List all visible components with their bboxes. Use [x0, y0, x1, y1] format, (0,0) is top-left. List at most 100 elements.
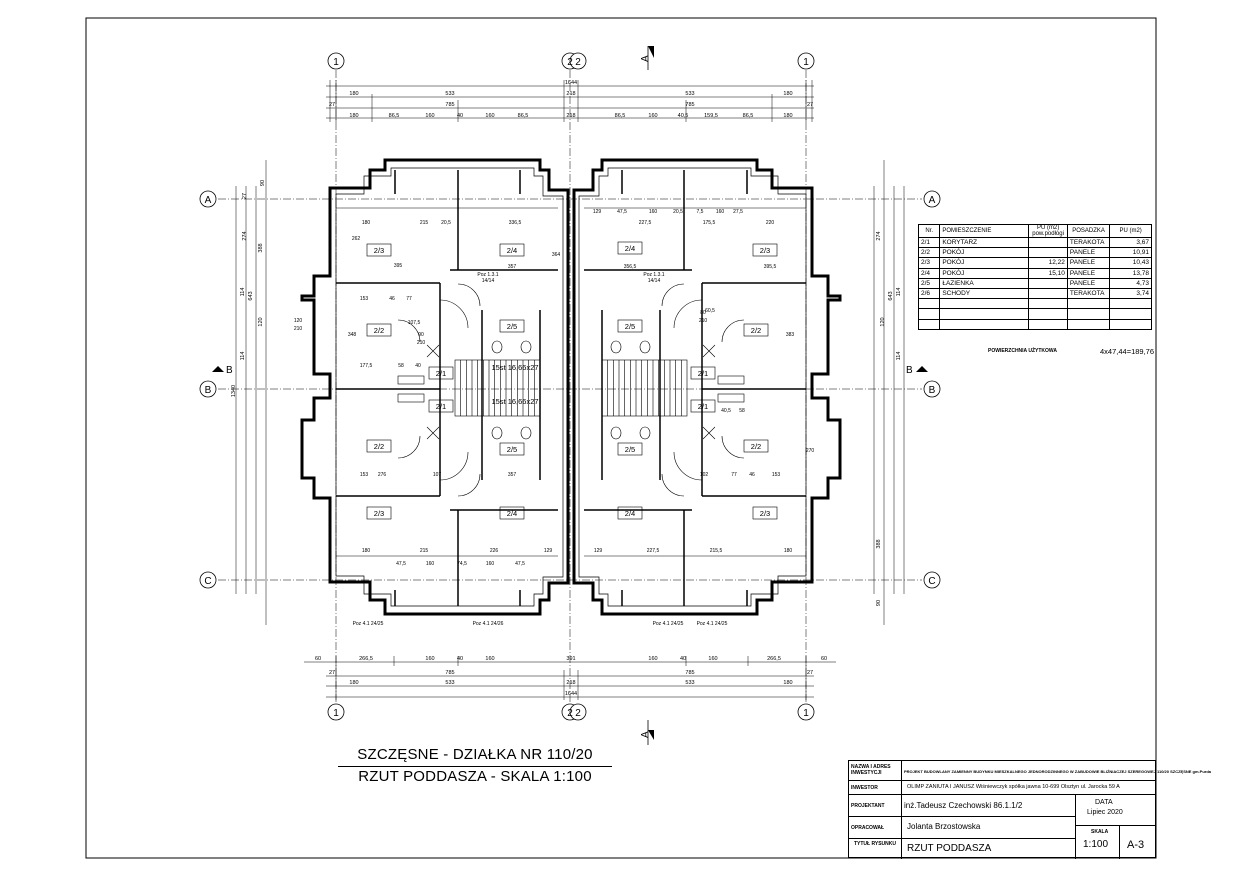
schedule-cell-area_floor	[1028, 277, 1068, 289]
tb-row-investor	[849, 781, 1155, 795]
dim-top-row3: 160	[485, 113, 494, 119]
schedule-cell-area_floor	[1028, 236, 1068, 249]
schedule-empty-row	[917, 298, 1152, 310]
schedule-cell-room: POKÓJ	[939, 267, 1030, 279]
room-tag-box	[617, 319, 643, 333]
dim-interior-misc: 102	[700, 472, 709, 478]
dim-interior-upper: 160	[716, 209, 725, 215]
tb-row-project	[849, 761, 1155, 781]
dim-interior-upper: 220	[766, 220, 775, 226]
schedule-col-room: POMIESZCZENIE	[939, 224, 1030, 238]
room-tag-label: 2/2	[374, 326, 384, 335]
room-tag-label: 2/4	[507, 509, 517, 518]
dim-interior-lower: 227,5	[647, 548, 660, 554]
schedule-cell-nr: 2/3	[917, 257, 941, 269]
svg-text:A: A	[640, 731, 651, 738]
dim-top-row2: 785	[445, 102, 454, 108]
dim-interior-misc: 348	[348, 332, 357, 338]
schedule-cell-empty	[1028, 318, 1068, 330]
dim-top-row2: 27	[329, 102, 335, 108]
schedule-cell-nr: 2/6	[917, 287, 941, 300]
schedule-cell-empty	[939, 318, 1030, 330]
dim-interior-lower: 180	[784, 548, 793, 554]
schedule-cell-room: POKÓJ	[939, 247, 1030, 259]
dim-interior-upper: 180	[362, 220, 371, 226]
bathroom-fixtures	[397, 340, 745, 440]
interior-walls	[336, 170, 806, 606]
dim-bottom-row3: 533	[445, 680, 454, 686]
dim-top-row3: 40	[457, 113, 463, 119]
schedule-cell-floor: TERAKOTA	[1066, 287, 1111, 300]
title-underline	[338, 766, 612, 767]
schedule-cell-room: SCHODY	[939, 287, 1030, 300]
axis-label-c-right: C	[928, 576, 935, 587]
dim-bottom-row2: 27	[807, 670, 813, 676]
dim-interior-upper: 227,5	[639, 220, 652, 226]
schedule-cell-floor: TERAKOTA	[1066, 236, 1111, 249]
section-marker-a-top: A	[640, 46, 654, 70]
schedule-cell-empty	[1028, 298, 1068, 310]
schedule-cell-empty	[1066, 318, 1111, 330]
door-swings	[397, 283, 745, 497]
room-tag-box	[617, 241, 643, 255]
schedule-cell-area_floor: 15,10	[1028, 267, 1068, 279]
axis-label-1r-top: 1	[803, 57, 809, 68]
dim-interior-upper: 215	[420, 220, 429, 226]
schedule-cell-area_floor	[1028, 287, 1068, 300]
dim-interior-misc: 77	[406, 296, 412, 302]
room-tag-box	[499, 442, 525, 456]
window-label: Poz 4.1 24/25	[653, 621, 684, 627]
dim-top-row1: 180	[783, 91, 792, 97]
axis-label-2b-top: 2	[575, 57, 581, 68]
dim-interior-upper: 356,5	[624, 264, 637, 270]
dim-top-row3: 159,5	[704, 113, 718, 119]
dim-interior-misc: 262	[352, 236, 361, 242]
room-tag-label: 2/5	[625, 445, 635, 454]
tb-col-divider-right	[1075, 795, 1076, 859]
room-tag-label: 2/1	[698, 369, 708, 378]
axis-markers	[199, 52, 941, 721]
schedule-cell-empty	[1109, 308, 1152, 320]
dim-bottom-row3: 180	[349, 680, 358, 686]
dim-top-row3: 160	[425, 113, 434, 119]
door-label: 210	[699, 318, 708, 324]
tb-row-author	[849, 817, 1075, 839]
axis-label-c-left: C	[204, 576, 211, 587]
dim-side-right: 120	[880, 317, 886, 326]
dim-interior-misc: 276	[378, 472, 387, 478]
dim-interior-lower: 160	[426, 561, 435, 567]
tb-author-value: Jolanta Brzostowska	[907, 822, 981, 831]
schedule-cell-empty	[917, 298, 941, 310]
room-tag-label: 2/4	[507, 246, 517, 255]
dim-top-row2: 785	[685, 102, 694, 108]
room-tag-box	[690, 366, 716, 380]
dim-interior-upper: 336,5	[509, 220, 522, 226]
room-tag-label: 2/2	[374, 442, 384, 451]
dim-top-row2: 27	[807, 102, 813, 108]
schedule-cell-empty	[1028, 308, 1068, 320]
schedule-summary-label: POWIERZCHNIA UŻYTKOWA	[988, 348, 1057, 354]
window-label: Poz 4.1 24/26	[473, 621, 504, 627]
axis-label-a-left: A	[205, 195, 212, 206]
tb-investor-label: INWESTOR	[851, 785, 878, 791]
door-label: 80	[700, 310, 706, 316]
schedule-cell-nr: 2/1	[917, 236, 941, 249]
dim-interior-misc: 46	[749, 472, 755, 478]
skylight-label: 14/14	[648, 278, 661, 284]
dim-interior-misc: 383	[786, 332, 795, 338]
dim-side-right: 114	[896, 288, 902, 297]
axis-label-2b-bottom: 2	[575, 708, 581, 719]
dim-bottom-row1: 160	[485, 656, 494, 662]
dim-top-row3: 180	[783, 113, 792, 119]
dim-interior-upper: 160	[649, 209, 658, 215]
dim-bottom-row1: 160	[425, 656, 434, 662]
room-schedule-table: Nr. POMIESZCZENIE PU (m2) pow.podłogi PO…	[917, 224, 1152, 330]
door-label: 210	[417, 340, 426, 346]
dim-interior-upper: 47,5	[617, 209, 627, 215]
schedule-col-area: PU (m2)	[1109, 224, 1152, 238]
dim-interior-upper: 7,5	[697, 209, 704, 215]
room-tag-box	[366, 323, 392, 337]
